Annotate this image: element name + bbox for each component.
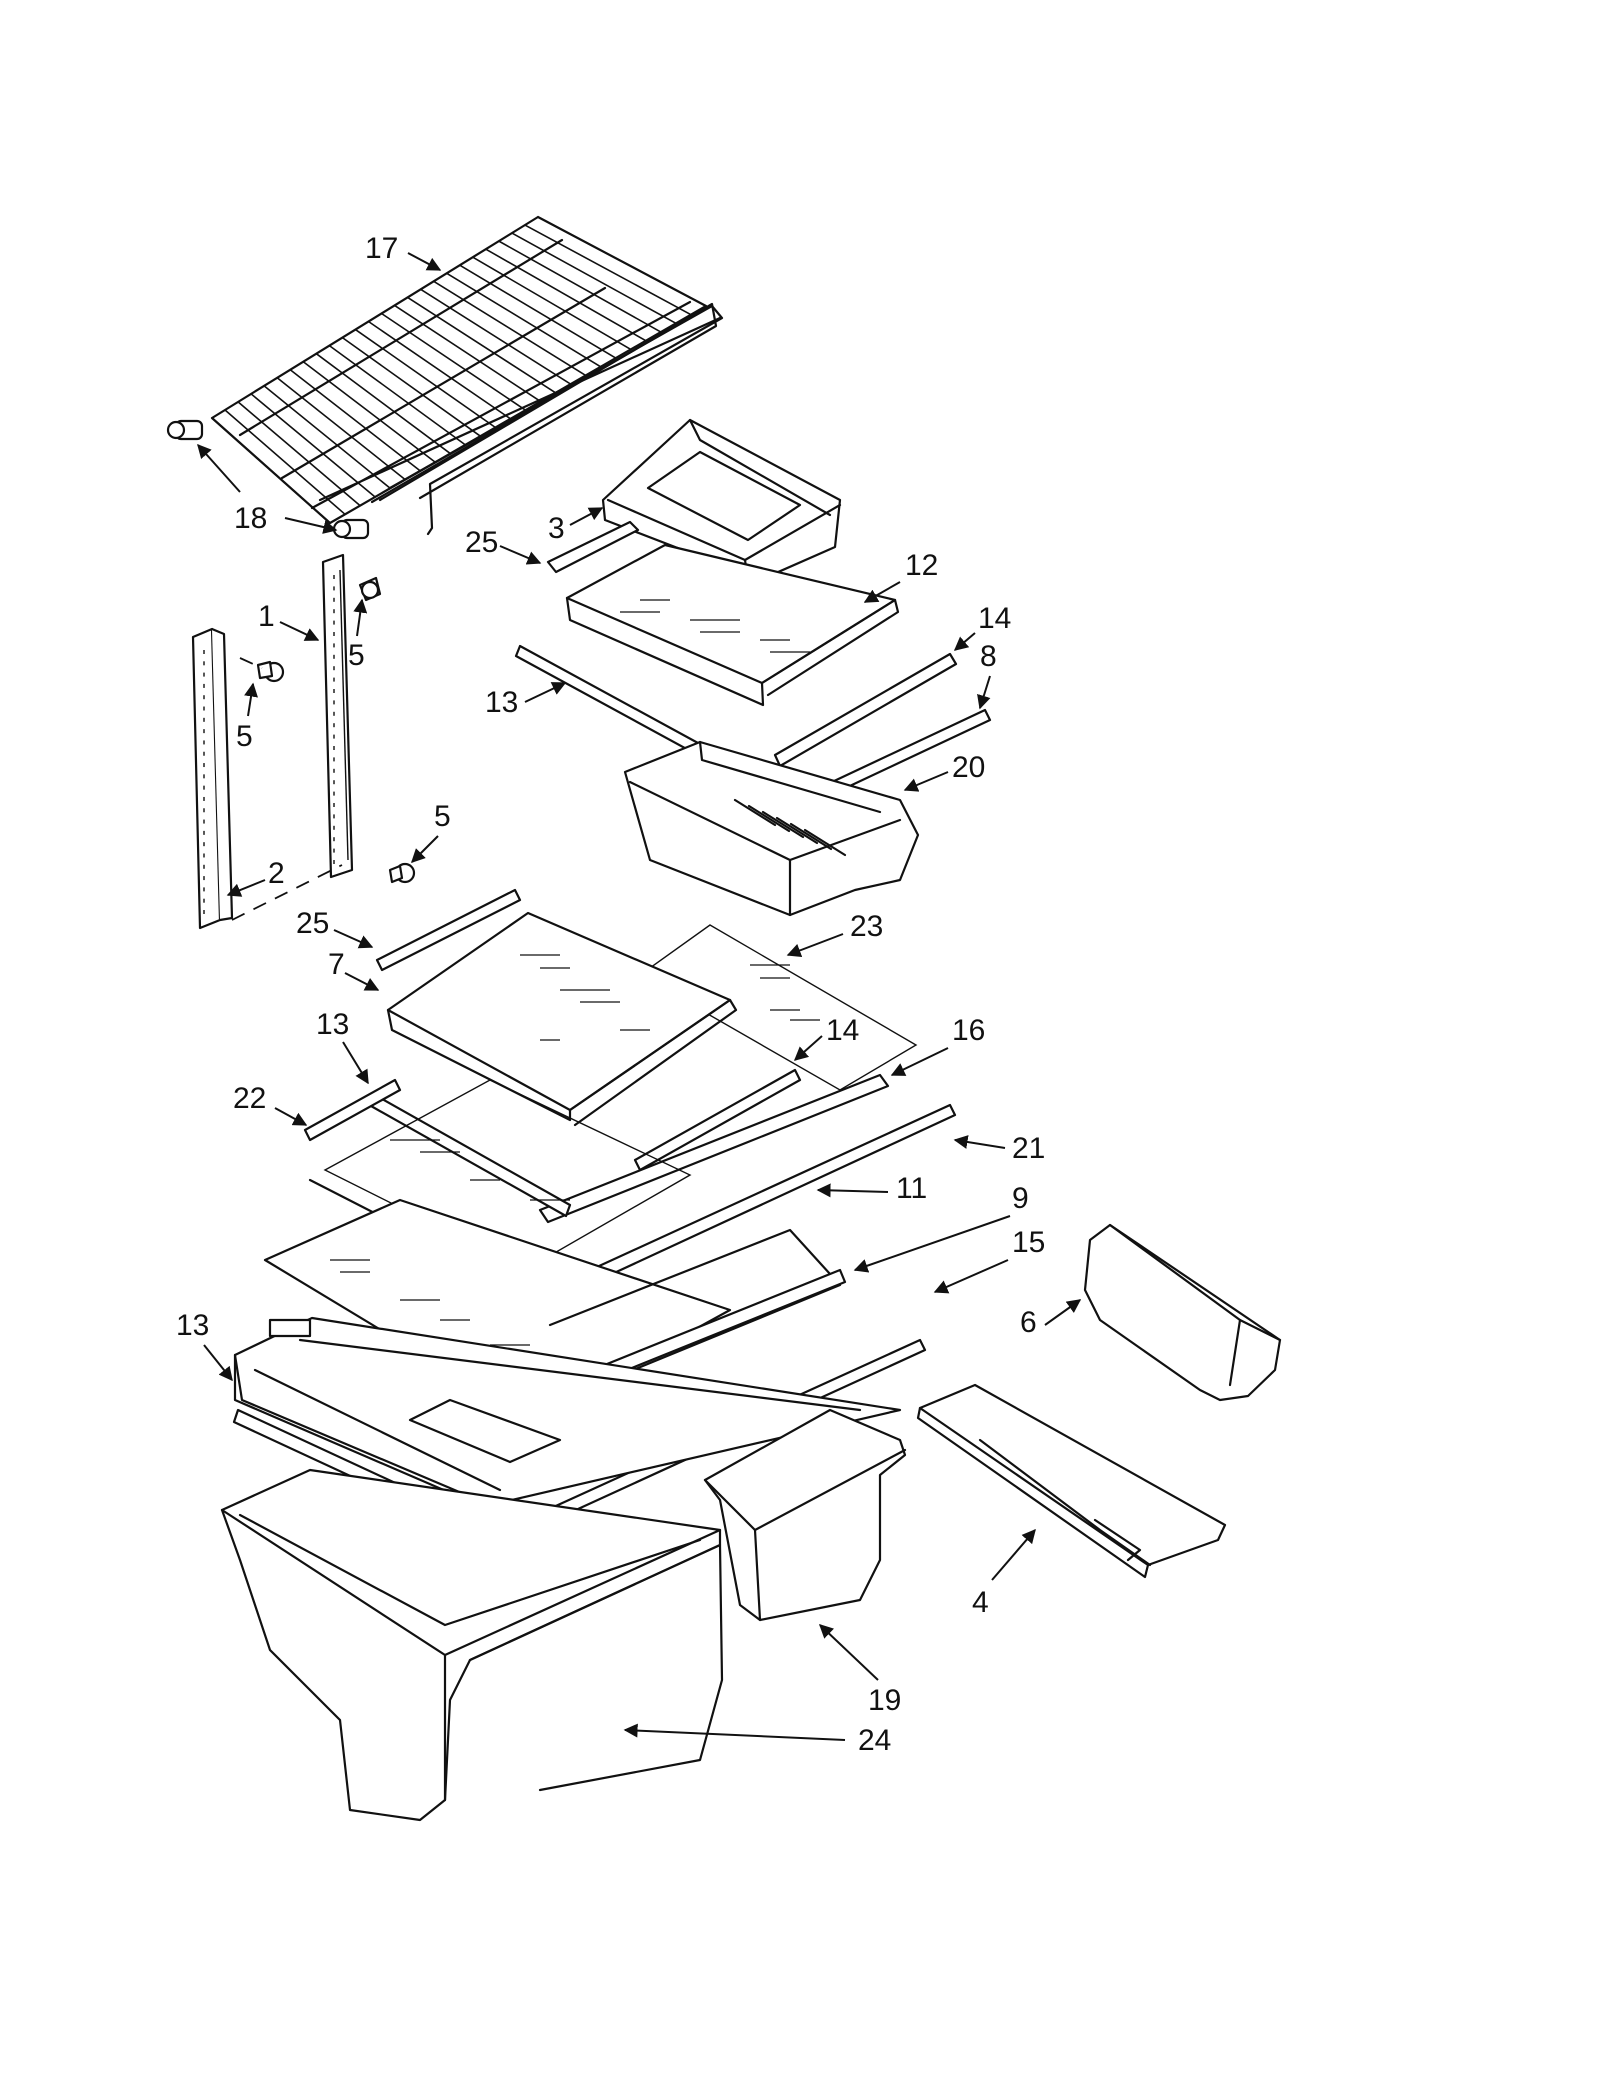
- callout-16: 16: [952, 1014, 985, 1047]
- trim-22: [303, 1078, 402, 1142]
- callout-21: 21: [1012, 1132, 1045, 1165]
- rail-14-upper: [773, 652, 958, 768]
- shelf-ladder-left: [191, 627, 343, 930]
- callout-11: 11: [896, 1172, 927, 1205]
- utility-bin: [601, 418, 842, 582]
- rail-middle: [369, 1093, 572, 1218]
- callout-8: 8: [980, 640, 997, 673]
- door-bin: [1083, 1223, 1282, 1402]
- callout-25a: 25: [465, 526, 498, 559]
- callout-6: 6: [1020, 1306, 1037, 1339]
- middle-glass-shelf: [386, 911, 738, 1127]
- support-bracket: [916, 1383, 1227, 1579]
- upper-glass-shelf: [565, 543, 900, 707]
- callout-7: 7: [328, 948, 345, 981]
- callout-13b: 13: [316, 1008, 349, 1041]
- crisper-drawer-side: [703, 1408, 907, 1622]
- callout-15: 15: [1012, 1226, 1045, 1259]
- callout-5b: 5: [236, 720, 253, 753]
- shelf-pin-right: [332, 518, 370, 540]
- front-trim-upper: [546, 520, 640, 574]
- callout-17: 17: [365, 232, 398, 265]
- callouts: 17 18 1 5 5 5 2 25 3 12 14 8 13 20 25 23: [176, 232, 1082, 1757]
- callout-22: 22: [233, 1082, 266, 1115]
- callout-12: 12: [905, 549, 938, 582]
- callout-9: 9: [1012, 1182, 1029, 1215]
- rail-14-lower: [633, 1068, 802, 1172]
- wire-shelf: [210, 215, 724, 536]
- callout-2: 2: [268, 857, 285, 890]
- screw-upper: [358, 576, 382, 602]
- callout-13c: 13: [176, 1309, 209, 1342]
- shelf-ladder-right: [321, 553, 354, 879]
- callout-1: 1: [258, 600, 275, 633]
- callout-19: 19: [868, 1684, 901, 1717]
- callout-3: 3: [548, 512, 565, 545]
- callout-13a: 13: [485, 686, 518, 719]
- crisper-drawer-small: [623, 740, 920, 917]
- callout-4: 4: [972, 1586, 989, 1619]
- callout-25b: 25: [296, 907, 329, 940]
- callout-18: 18: [234, 502, 267, 535]
- callout-14a: 14: [978, 602, 1011, 635]
- crisper-frame: [233, 1316, 902, 1512]
- callout-14b: 14: [826, 1014, 859, 1047]
- screw-lower: [388, 862, 416, 884]
- shelf-pin-left: [166, 419, 204, 441]
- callout-23: 23: [850, 910, 883, 943]
- callout-20: 20: [952, 751, 985, 784]
- frame-16: [538, 1073, 890, 1224]
- callout-5a: 5: [348, 639, 365, 672]
- front-trim-lower: [375, 888, 522, 972]
- callout-24: 24: [858, 1724, 891, 1757]
- crisper-drawer-large: [220, 1468, 724, 1822]
- screw-middle: [239, 657, 285, 683]
- callout-5c: 5: [434, 800, 451, 833]
